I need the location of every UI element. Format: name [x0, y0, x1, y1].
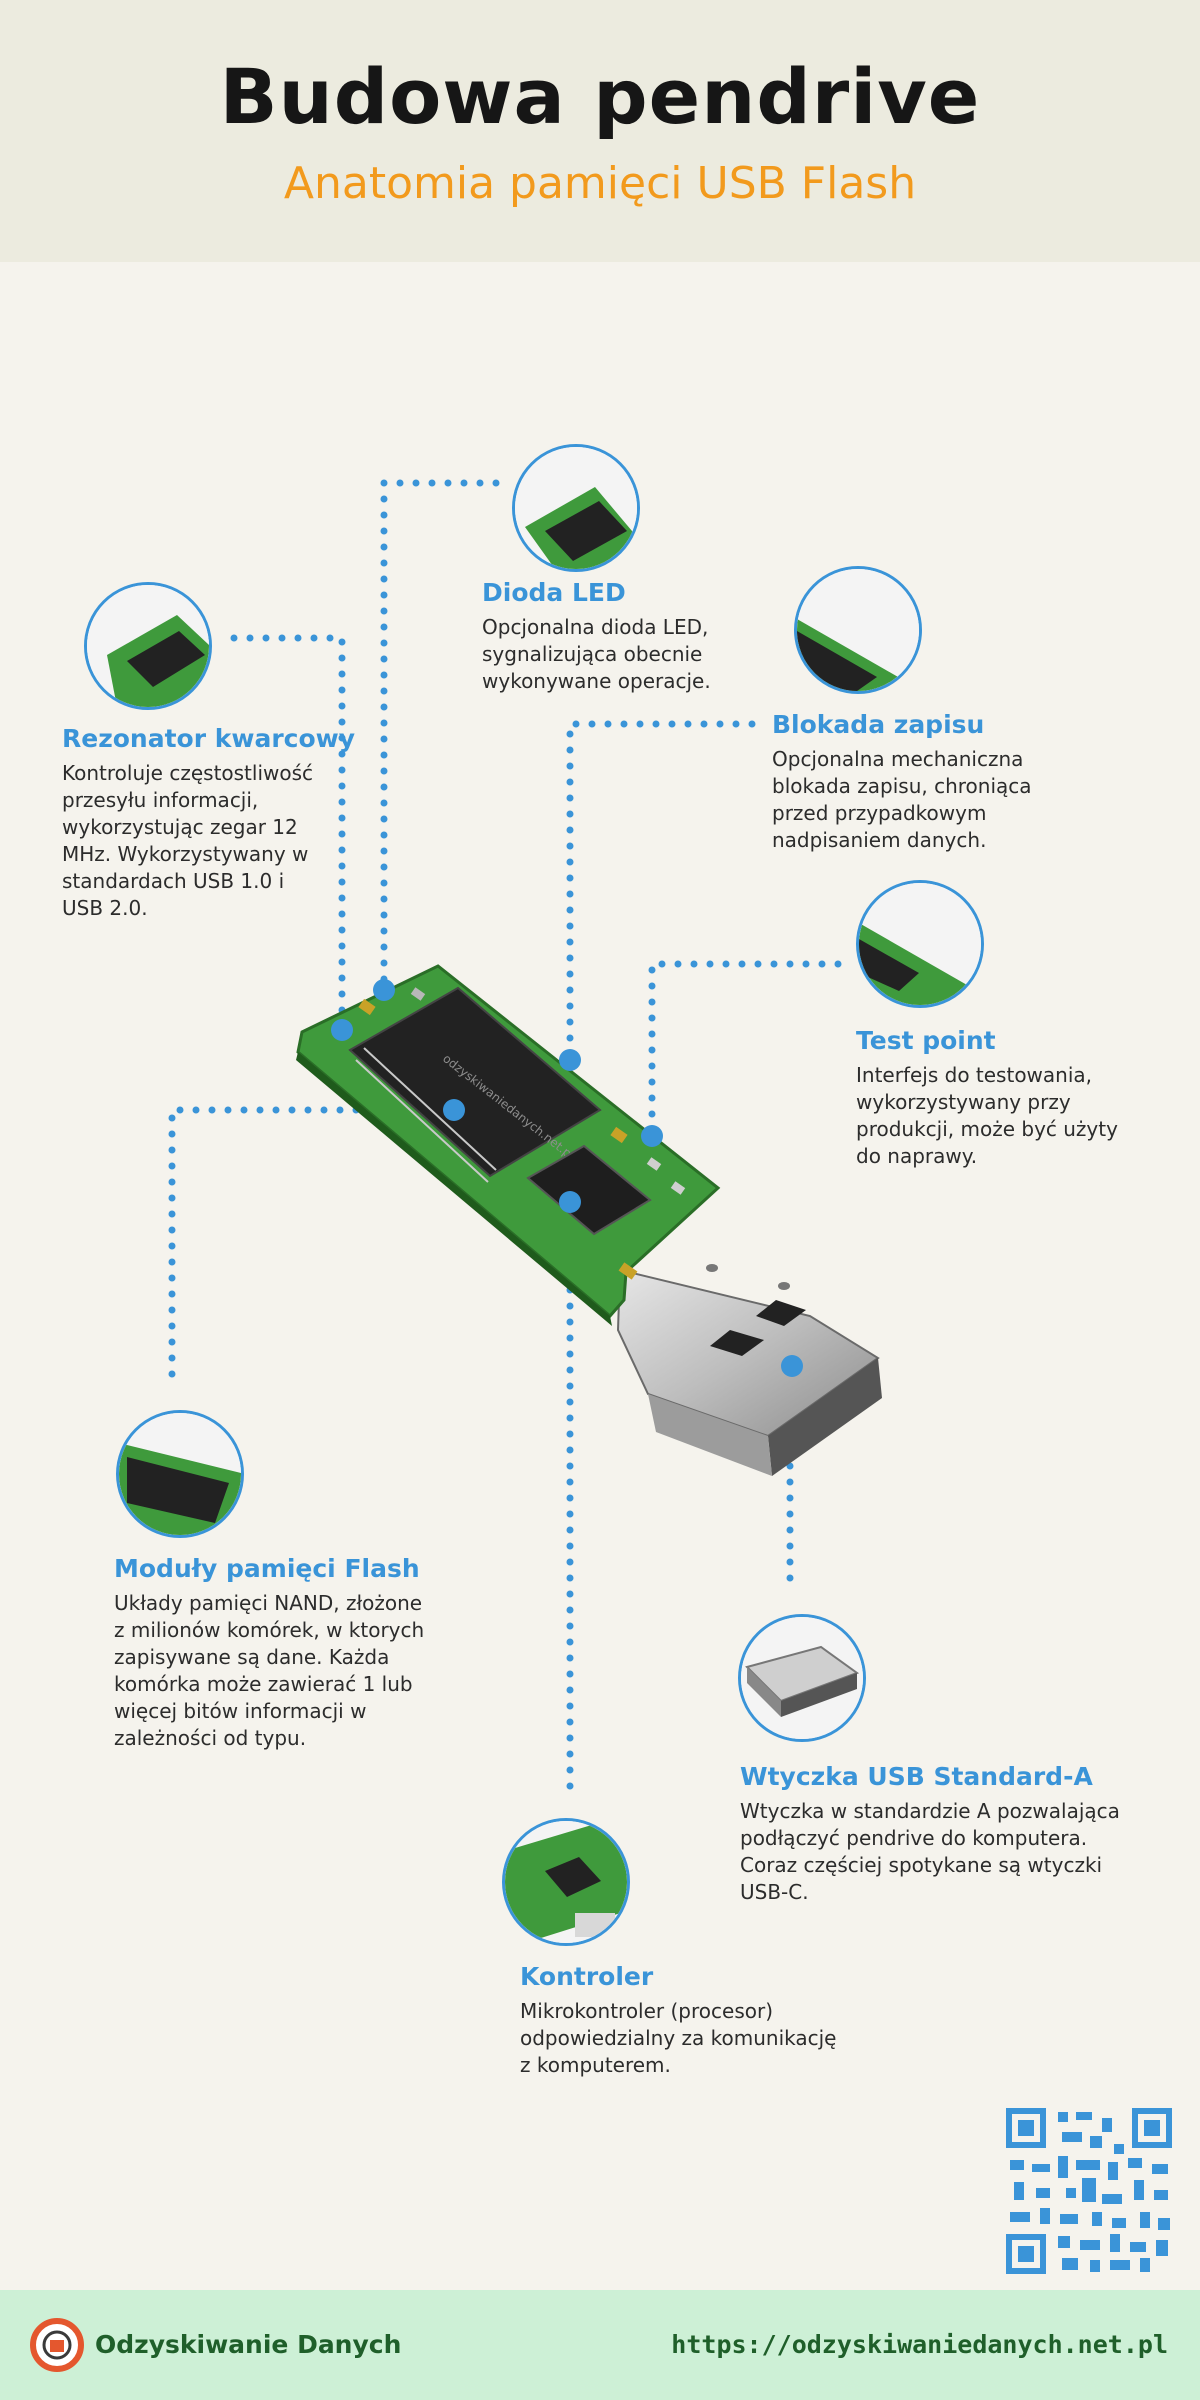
controller-label: Kontroler — [520, 1962, 654, 1991]
footer-brand: Odzyskiwanie Danych — [95, 2330, 402, 2359]
logo-icon — [30, 2318, 84, 2372]
led-description: Opcjonalna dioda LED, sygnalizująca obec… — [482, 615, 711, 693]
controller-description: Mikrokontroler (procesor) odpowiedzialny… — [520, 1999, 837, 2077]
flash-label: Moduły pamięci Flash — [114, 1554, 420, 1583]
usb-label: Wtyczka USB Standard-A — [740, 1762, 1093, 1791]
led-label: Dioda LED — [482, 578, 626, 607]
controller-chip — [526, 1144, 652, 1236]
dot-write-lock — [559, 1049, 581, 1071]
usb-thumbnail — [738, 1614, 866, 1742]
qr-code-icon — [1006, 2108, 1172, 2274]
page-title: Budowa pendrive — [219, 52, 981, 141]
write-lock-thumbnail — [794, 566, 922, 694]
connector-test-point — [648, 960, 842, 1134]
test-point-label: Test point — [856, 1026, 996, 1055]
flash-thumbnail — [116, 1410, 244, 1538]
resonator-description: Kontroluje częstostliwość przesyłu infor… — [62, 761, 314, 920]
dot-test-point — [641, 1125, 663, 1147]
connector-led — [380, 479, 500, 994]
write-lock-description: Opcjonalna mechaniczna blokada zapisu, c… — [772, 747, 1032, 852]
connector-write-lock — [566, 720, 756, 1060]
page-subtitle: Anatomia pamięci USB Flash — [283, 158, 917, 209]
header-band — [0, 0, 1200, 262]
controller-thumbnail — [502, 1818, 630, 1946]
dot-resonator — [331, 1019, 353, 1041]
footer-url-link[interactable]: https://odzyskiwaniedanych.net.pl — [671, 2330, 1168, 2359]
resonator-thumbnail — [84, 582, 212, 710]
flash-description: Układy pamięci NAND, złożone z milionów … — [114, 1591, 425, 1750]
usb-description: Wtyczka w standardzie A pozwalająca podł… — [740, 1799, 1120, 1904]
usb-plug — [616, 1264, 882, 1476]
write-lock-label: Blokada zapisu — [772, 710, 985, 739]
dot-usb — [781, 1355, 803, 1377]
dot-flash — [443, 1099, 465, 1121]
led-thumbnail — [512, 444, 640, 572]
pendrive-body: odzyskiwaniedanych.net.pl — [296, 964, 882, 1476]
resonator-label: Rezonator kwarcowy — [62, 724, 356, 753]
dot-controller — [559, 1191, 581, 1213]
test-point-thumbnail — [856, 880, 984, 1008]
footer-band — [0, 2290, 1200, 2400]
flash-chip — [348, 986, 602, 1178]
dot-led — [373, 979, 395, 1001]
test-point-description: Interfejs do testowania, wykorzystywany … — [856, 1063, 1118, 1168]
